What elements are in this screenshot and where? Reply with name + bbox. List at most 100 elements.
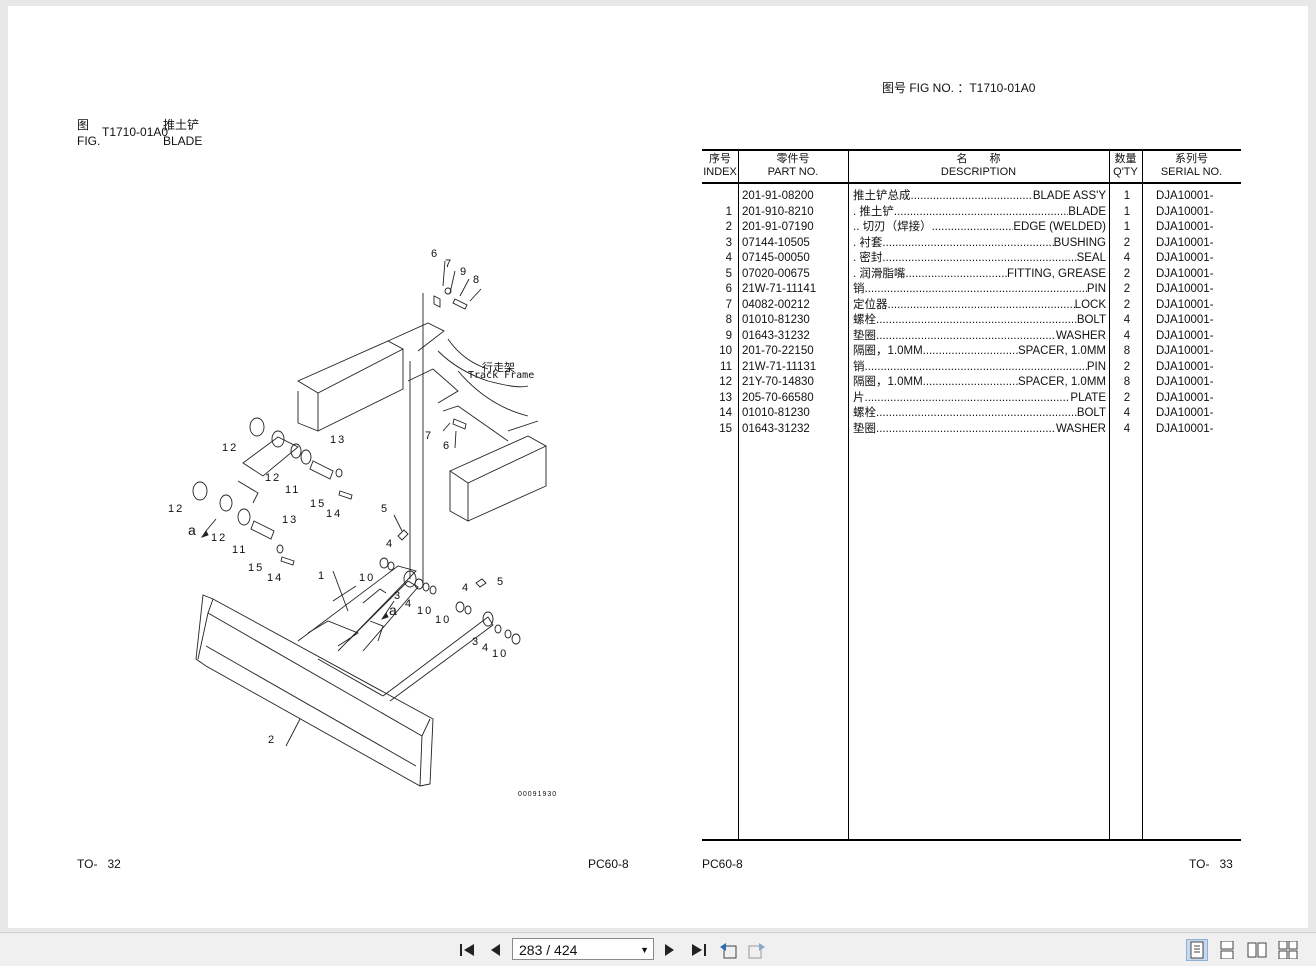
row-serial: DJA10001- xyxy=(1156,422,1214,435)
callout: 11 xyxy=(232,544,248,556)
row-part-no: 01643-31232 xyxy=(742,422,810,435)
row-part-no: 04082-00212 xyxy=(742,298,810,311)
row-index: 10 xyxy=(719,345,732,357)
row-leader-dots: ........................................… xyxy=(893,205,1069,218)
row-description: . 密封....................................… xyxy=(853,251,1106,267)
row-qty: 2 xyxy=(1123,283,1131,295)
row-description: 隔圈，1.0MM................................… xyxy=(853,344,1106,360)
row-part-no: 201-910-8210 xyxy=(742,205,814,218)
next-page-icon[interactable] xyxy=(659,939,681,961)
row-description: 垫圈......................................… xyxy=(853,329,1106,345)
row-description: 推土铲总成...................................… xyxy=(853,189,1106,205)
next-view-icon[interactable] xyxy=(746,939,768,961)
row-description: 螺栓......................................… xyxy=(853,406,1106,422)
row-index: 7 xyxy=(725,298,732,311)
row-index: 6 xyxy=(725,283,732,295)
prev-page-icon[interactable] xyxy=(484,939,506,961)
callout: 1 xyxy=(318,570,325,582)
callout: 3 xyxy=(394,590,401,602)
row-desc-en: PIN xyxy=(1086,360,1106,373)
row-desc-cn: 推土铲总成 xyxy=(853,190,911,202)
document-page: 图 FIG. T1710-01A0 推土铲 BLADE xyxy=(8,6,1308,928)
row-description: . 润滑脂嘴..................................… xyxy=(853,267,1106,283)
row-desc-en: SPACER, 1.0MM xyxy=(1018,376,1106,388)
row-qty: 1 xyxy=(1123,221,1131,233)
right-footer-model: PC60-8 xyxy=(702,857,743,871)
row-leader-dots: ........................................… xyxy=(931,221,1014,233)
row-desc-cn: . 润滑脂嘴 xyxy=(853,267,906,280)
callout: 8 xyxy=(473,274,480,286)
row-qty: 2 xyxy=(1123,298,1131,311)
row-qty: 4 xyxy=(1123,329,1131,342)
drawing-code: 00091930 xyxy=(518,791,558,798)
row-part-no: 07020-00675 xyxy=(742,267,810,280)
row-desc-en: BOLT xyxy=(1076,314,1106,326)
row-desc-cn: 隔圈，1.0MM xyxy=(853,376,923,388)
row-description: .. 切刃（焊接）...............................… xyxy=(853,220,1106,236)
row-description: . 推土铲...................................… xyxy=(853,205,1106,221)
chevron-down-icon: ▼ xyxy=(640,945,649,955)
row-leader-dots: ........................................… xyxy=(922,376,1019,388)
row-leader-dots: ........................................… xyxy=(876,314,1077,326)
row-serial: DJA10001- xyxy=(1156,329,1214,342)
callout: 5 xyxy=(381,503,388,515)
row-part-no: 01643-31232 xyxy=(742,329,810,342)
row-part-no: 01010-81230 xyxy=(742,407,810,419)
callout: 15 xyxy=(248,562,265,574)
row-desc-cn: . 衬套 xyxy=(853,236,883,249)
prev-view-icon[interactable] xyxy=(717,939,739,961)
row-desc-cn: 隔圈，1.0MM xyxy=(853,345,923,357)
row-desc-cn: 螺栓 xyxy=(853,407,876,419)
row-qty: 4 xyxy=(1123,314,1131,326)
continuous-facing-icon[interactable] xyxy=(1277,939,1299,961)
row-desc-en: BLADE xyxy=(1068,205,1106,218)
row-part-no: 21W-71-11131 xyxy=(742,360,817,373)
track-frame-en: Track Frame xyxy=(468,370,535,381)
row-index: 11 xyxy=(720,360,732,373)
last-page-icon[interactable] xyxy=(688,939,710,961)
page-number-select[interactable]: 283 / 424 ▼ xyxy=(512,938,654,960)
callout: 3 xyxy=(472,636,479,648)
row-desc-en: PLATE xyxy=(1070,391,1106,404)
single-page-icon[interactable] xyxy=(1186,939,1208,961)
row-qty: 4 xyxy=(1123,422,1131,435)
first-page-icon[interactable] xyxy=(456,939,478,961)
row-index: 14 xyxy=(719,407,732,419)
row-leader-dots: ........................................… xyxy=(876,407,1077,419)
row-qty: 1 xyxy=(1123,190,1131,202)
callout: 4 xyxy=(405,598,412,610)
row-leader-dots: ........................................… xyxy=(876,422,1056,435)
row-desc-en: BOLT xyxy=(1076,407,1106,419)
row-index: 8 xyxy=(725,314,732,326)
row-index: 12 xyxy=(719,376,732,388)
row-index: 3 xyxy=(725,236,732,249)
left-footer-page: TO- 32 xyxy=(77,857,121,871)
continuous-icon[interactable] xyxy=(1216,939,1238,961)
callout: 12 xyxy=(211,532,228,544)
row-qty: 8 xyxy=(1123,345,1131,357)
row-desc-cn: 螺栓 xyxy=(853,314,876,326)
title-en: BLADE xyxy=(163,134,203,148)
callout: 12 xyxy=(168,503,185,515)
track-frame-cn: 行走架 xyxy=(482,362,515,374)
row-qty: 2 xyxy=(1123,391,1131,404)
callout: 5 xyxy=(497,576,504,588)
row-desc-cn: .. 切刃（焊接） xyxy=(853,221,932,233)
row-leader-dots: ........................................… xyxy=(876,329,1056,342)
row-part-no: 201-91-07190 xyxy=(742,221,814,233)
viewer-toolbar: 283 / 424 ▼ xyxy=(0,932,1316,966)
callout: 10 xyxy=(435,614,452,626)
row-desc-cn: 销 xyxy=(853,360,865,373)
facing-icon[interactable] xyxy=(1246,939,1268,961)
row-description: . 衬套....................................… xyxy=(853,236,1106,252)
fig-number: T1710-01A0 xyxy=(102,125,169,139)
row-index: 9 xyxy=(725,329,732,342)
